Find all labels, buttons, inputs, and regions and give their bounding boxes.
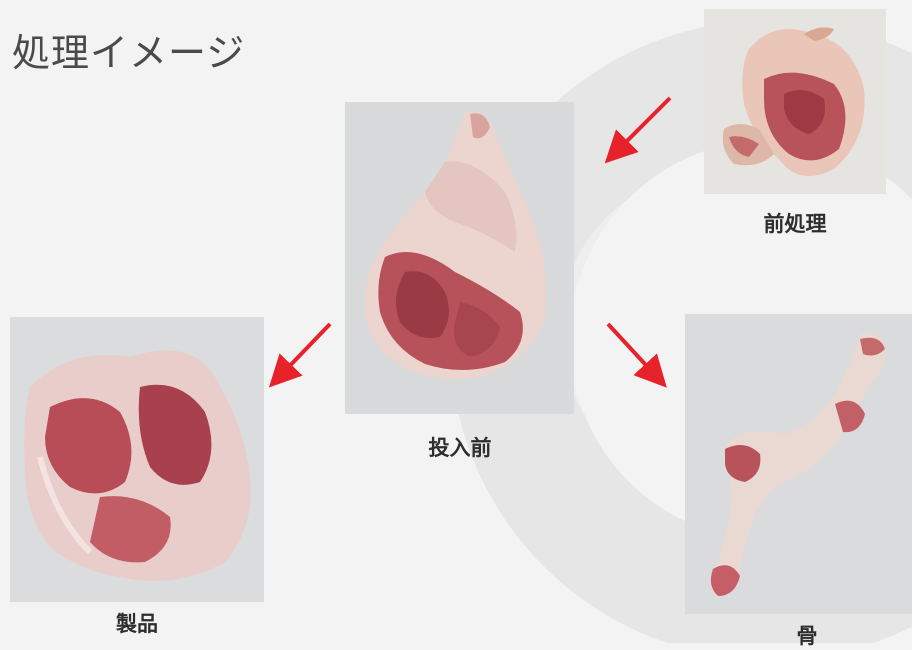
ham-with-hoof-image (704, 9, 886, 194)
bone-photo (685, 314, 912, 614)
arrow-to-product-icon (262, 320, 342, 390)
boneless-meat-image (10, 317, 264, 602)
bone-image (685, 314, 912, 614)
arrow-to-input-icon (600, 92, 680, 172)
pretreatment-caption: 前処理 (740, 208, 850, 238)
bone-caption: 骨 (752, 620, 862, 650)
input-photo (345, 102, 574, 414)
page-title: 処理イメージ (12, 22, 245, 77)
pork-leg-image (345, 102, 574, 414)
pretreatment-photo (704, 9, 886, 194)
arrow-to-bone-icon (600, 318, 680, 398)
product-caption: 製品 (82, 608, 192, 638)
product-photo (10, 317, 264, 602)
input-caption: 投入前 (405, 432, 515, 462)
